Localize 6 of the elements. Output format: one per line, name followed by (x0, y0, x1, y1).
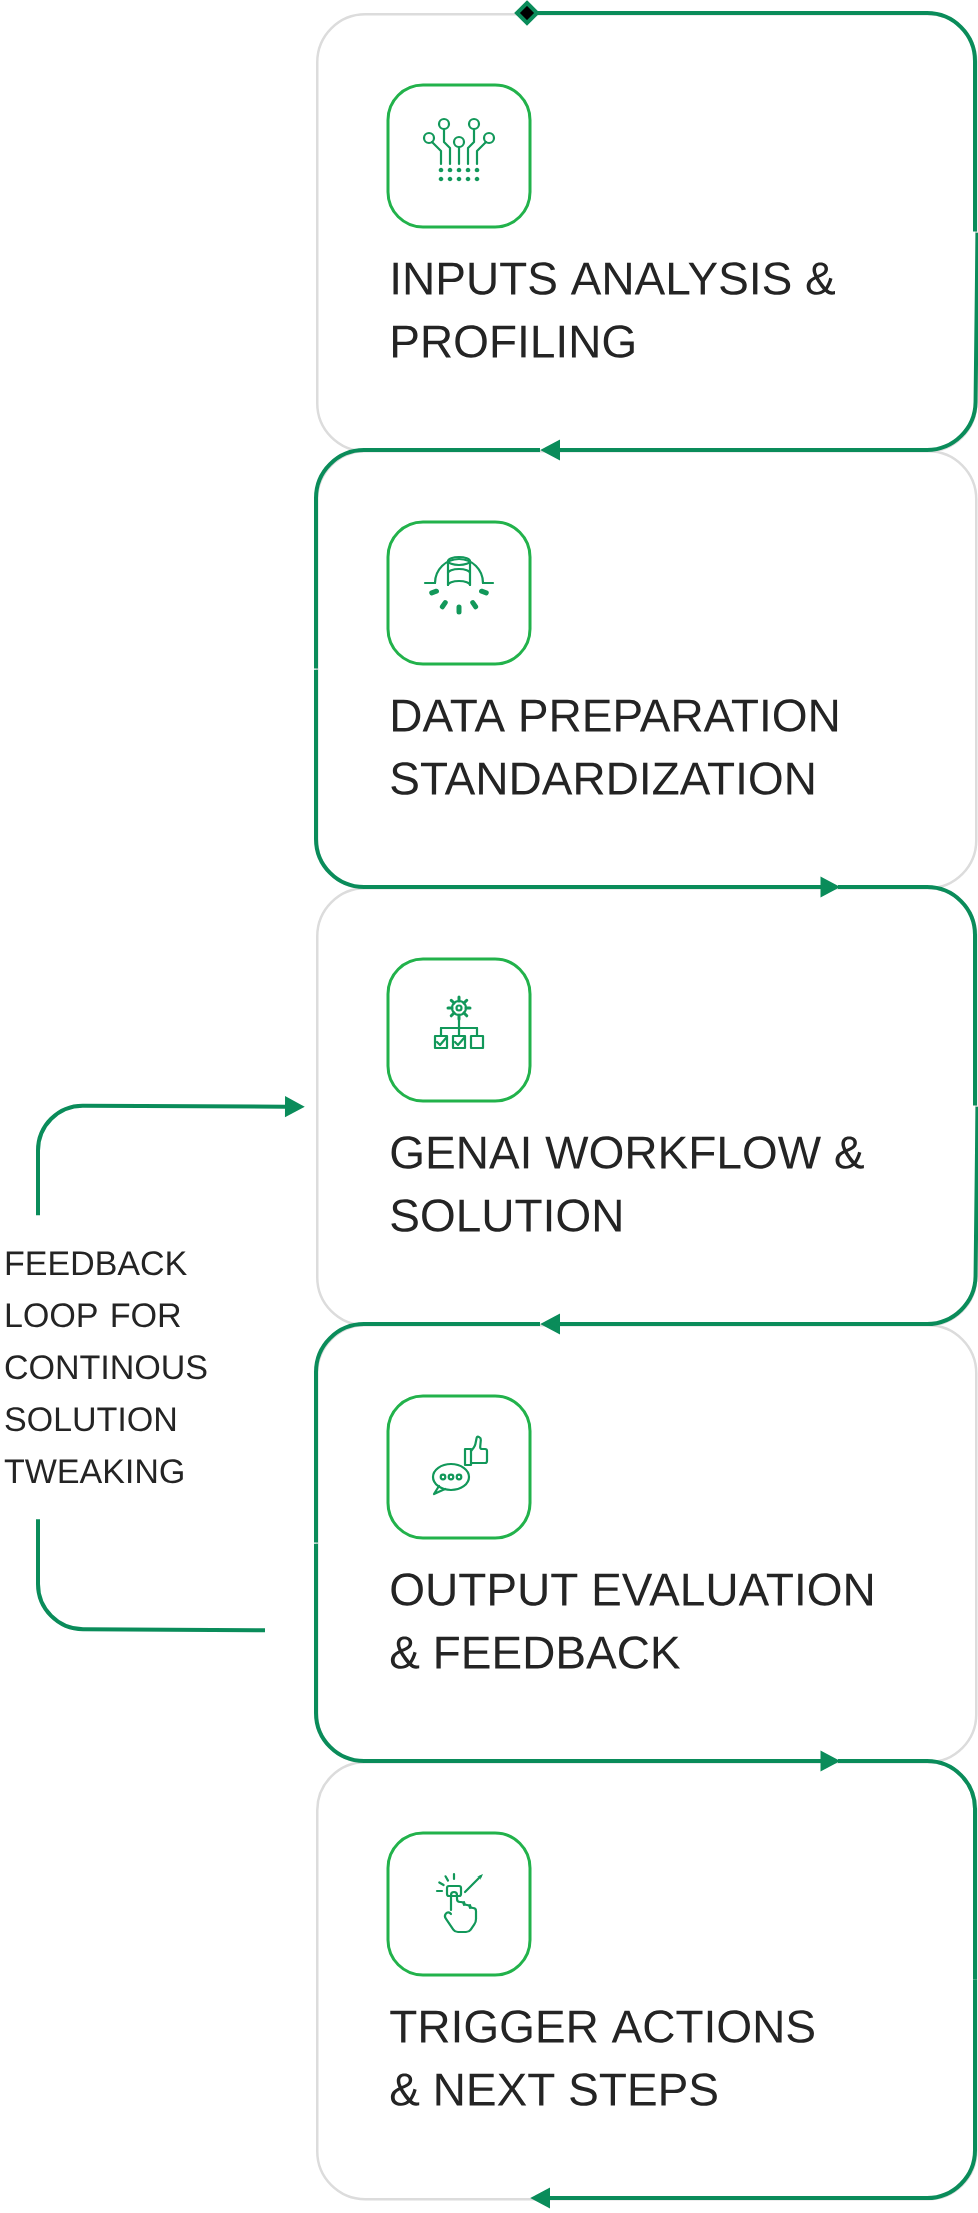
step-card: GENAI WORKFLOW & SOLUTION (316, 887, 978, 1327)
step-card: DATA PREPARATION STANDARDIZATION (316, 450, 978, 890)
step-card: OUTPUT EVALUATION & FEEDBACK (316, 1324, 978, 1764)
step-card: INPUTS ANALYSIS & PROFILING (316, 13, 978, 453)
step-card: TRIGGER ACTIONS & NEXT STEPS (316, 1761, 978, 2201)
edge-label: FEEDBACK LOOP FOR CONTINOUS SOLUTION TWEAKING (0, 1215, 223, 1520)
